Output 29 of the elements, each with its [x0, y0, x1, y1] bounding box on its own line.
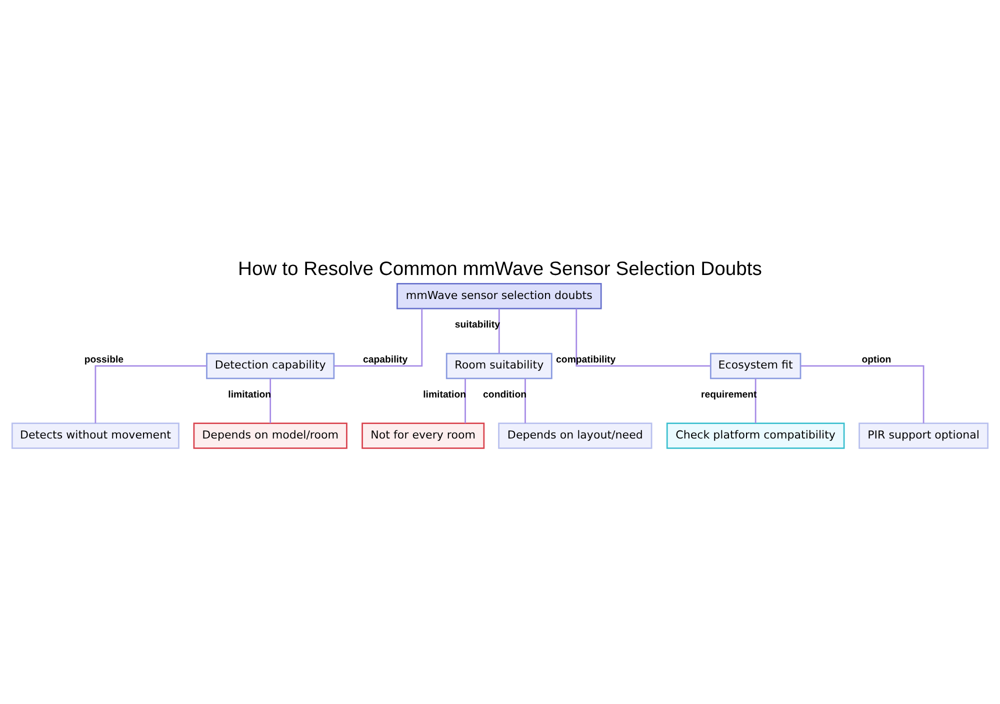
connector — [524, 378, 526, 423]
connector — [94, 364, 207, 423]
node-box: Ecosystem fit — [710, 352, 802, 379]
edge-label: option — [862, 354, 892, 366]
connector — [576, 308, 711, 366]
edge-label: limitation — [228, 389, 272, 400]
edge-label: suitability — [454, 319, 500, 330]
connector — [334, 308, 423, 366]
edge-label: limitation — [423, 389, 466, 400]
edge-label: condition — [483, 389, 527, 400]
edge-label: possible — [84, 354, 124, 366]
node-box: Depends on layout/need — [498, 422, 652, 448]
node-box: Detects without movement — [11, 422, 180, 448]
diagram-title: How to Resolve Common mmWave Sensor Selection Doubts — [238, 258, 762, 280]
node-box: PIR support optional — [858, 422, 989, 448]
connector — [464, 378, 466, 423]
node-box: Depends on model/room — [193, 422, 348, 448]
node-box: Detection capability — [206, 352, 335, 379]
node-box: Check platform compatibility — [666, 422, 845, 448]
edge-label: compatibility — [556, 354, 616, 366]
connector — [498, 308, 500, 353]
node-box: Not for every room — [362, 422, 485, 448]
node-box: mmWave sensor selection doubts — [396, 282, 602, 309]
connector — [800, 364, 924, 423]
edge-label: requirement — [700, 389, 757, 400]
connector — [270, 378, 272, 423]
edge-label: capability — [363, 354, 408, 366]
connector — [754, 378, 756, 423]
node-box: Room suitability — [446, 352, 552, 379]
